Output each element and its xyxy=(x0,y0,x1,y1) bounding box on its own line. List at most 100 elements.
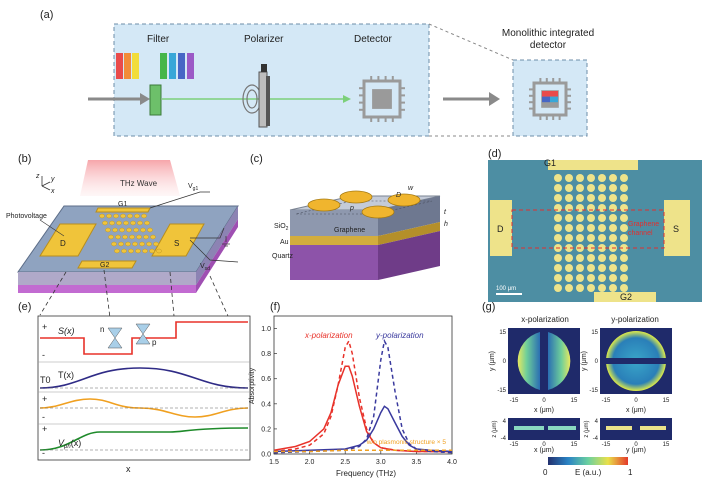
micrograph-disk xyxy=(587,254,595,262)
sx-plus: + xyxy=(42,322,47,332)
filter-color-bars xyxy=(116,53,194,79)
dim-t: t xyxy=(444,209,447,216)
g-x-tick-2: 0 xyxy=(634,442,638,448)
photovoltage-pointer xyxy=(39,219,65,237)
plasmonic-disk xyxy=(125,241,131,247)
tx-label: T(x) xyxy=(58,370,74,380)
g-y-label-2: y (μm) xyxy=(581,351,588,371)
vsd-label: Vsd xyxy=(200,263,210,272)
micrograph-disk xyxy=(598,234,606,242)
colorbar xyxy=(548,457,628,465)
field-map-x-left-lobe xyxy=(517,332,540,390)
plasmonic-disk-array xyxy=(99,213,162,254)
micrograph-disk xyxy=(620,274,628,282)
micrograph-disk xyxy=(554,204,562,212)
micrograph-disk xyxy=(554,184,562,192)
vg1-label: Vg1 xyxy=(188,183,198,192)
au-side xyxy=(378,222,440,245)
micrograph-disk xyxy=(554,274,562,282)
micrograph-disk xyxy=(609,194,617,202)
plasmonic-disk xyxy=(133,227,139,233)
panel-a-letter: (a) xyxy=(40,9,53,21)
micrograph-disk xyxy=(587,204,595,212)
polarizer-label: Polarizer xyxy=(244,34,284,45)
micrograph-disk xyxy=(587,174,595,182)
temperature-profile-line xyxy=(39,367,249,389)
filter-color-bar xyxy=(178,53,185,79)
micrograph-disk xyxy=(620,174,628,182)
g-x-tick: 15 xyxy=(571,398,578,404)
plasmonic-disk xyxy=(121,248,127,254)
plasmonic-disk xyxy=(109,220,115,226)
au-label: Au xyxy=(280,239,289,246)
g-x-tick: 15 xyxy=(663,398,670,404)
panel-f-letter: (f) xyxy=(270,301,280,313)
electrode-d xyxy=(39,223,97,257)
dim-d: D xyxy=(396,192,401,199)
plasmonic-disk xyxy=(132,241,138,247)
micrograph-disk xyxy=(565,204,573,212)
plasmonic-disk xyxy=(106,213,112,219)
micrograph-disk xyxy=(565,244,573,252)
series-line-1 xyxy=(273,339,452,453)
g-x-tick: -15 xyxy=(510,398,519,404)
micrograph-disk xyxy=(609,214,617,222)
sx-minus: - xyxy=(42,350,45,360)
electrode-s xyxy=(151,223,205,257)
plasmonic-disk xyxy=(115,234,121,240)
g-y-label-1: y (μm) xyxy=(489,351,496,371)
g-x-tick-2: 15 xyxy=(571,442,578,448)
profile-dividers xyxy=(38,361,250,425)
integrated-chip-icon xyxy=(529,78,571,120)
g-y-tick: -15 xyxy=(589,388,598,394)
g-x-tick: 0 xyxy=(542,398,546,404)
x-tick-label: 4.0 xyxy=(447,459,457,466)
panel-b-letter: (b) xyxy=(18,153,31,165)
panel-e-letter: (e) xyxy=(18,301,31,313)
micrograph-disk xyxy=(620,224,628,232)
plot-frame xyxy=(273,315,453,455)
panel-a: (a) Filter Polarizer Detector xyxy=(40,9,594,137)
field-map-y-gap xyxy=(606,358,666,364)
f-ylabel: Absorptivity xyxy=(249,367,256,404)
series-line-3 xyxy=(273,338,453,454)
grad-plus: + xyxy=(42,394,47,404)
g-y-tick: -15 xyxy=(497,388,506,394)
plasmonic-disk xyxy=(122,234,128,240)
plasmonic-disk xyxy=(141,213,147,219)
plasmonic-disk xyxy=(108,234,114,240)
micrograph-disk xyxy=(565,234,573,242)
y-tick-label: 0.4 xyxy=(261,401,271,408)
micrograph-s-label: S xyxy=(673,224,679,234)
plasmonic-disk xyxy=(144,220,150,226)
micrograph-disk xyxy=(598,264,606,272)
plasmonic-disk xyxy=(112,227,118,233)
au-front xyxy=(290,236,378,245)
annot-y-pol: y-polarization xyxy=(375,331,424,340)
micrograph-disk-array xyxy=(554,174,628,292)
g-x-tick: 0 xyxy=(634,398,638,404)
micrograph-disk xyxy=(576,264,584,272)
micrograph-disk xyxy=(565,264,573,272)
filter-color-bar xyxy=(132,53,139,79)
plasmonic-disk xyxy=(118,241,124,247)
micrograph-disk xyxy=(609,204,617,212)
g-z-tick: -4 xyxy=(593,436,599,442)
filter-color-bar xyxy=(124,53,131,79)
electrode-g1-label: G1 xyxy=(118,201,127,208)
field-map-y-yz-band-right xyxy=(640,426,666,430)
photovoltage-profile-line xyxy=(39,427,249,451)
micrograph-disk xyxy=(598,214,606,222)
micrograph-disk xyxy=(576,284,584,292)
g-z-tick: 4 xyxy=(503,419,507,425)
filter-label: Filter xyxy=(147,34,170,45)
micrograph-disk xyxy=(609,264,617,272)
plasmonic-disk xyxy=(111,241,117,247)
micrograph-disk xyxy=(554,174,562,182)
cone-n-label: n xyxy=(100,325,104,334)
plasmonic-disk xyxy=(156,248,162,254)
dim-h: h xyxy=(444,221,448,228)
